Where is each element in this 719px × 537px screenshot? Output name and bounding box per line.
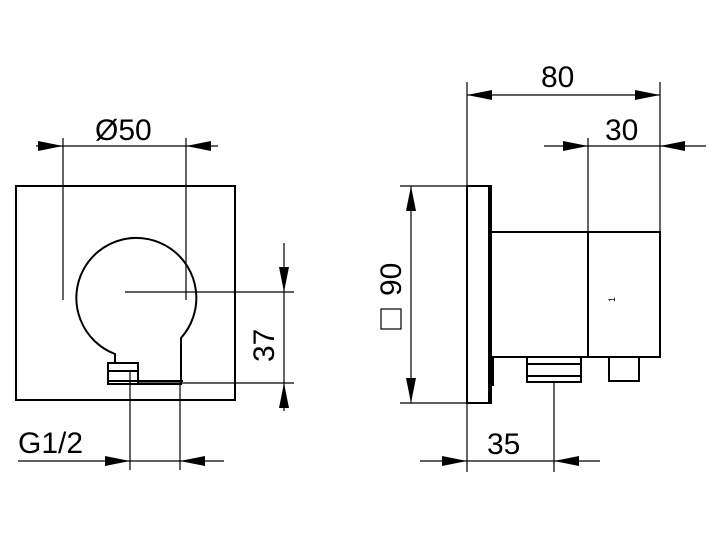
depth-total-label: 80 xyxy=(541,61,574,94)
arrow-top xyxy=(279,267,289,292)
handle-block xyxy=(587,231,661,358)
depth-front-label: 30 xyxy=(605,114,638,147)
depth-total-dimension: 80 xyxy=(466,61,661,232)
stop-knob xyxy=(608,356,640,382)
wall-plate xyxy=(466,185,492,404)
handle-mark: 1 xyxy=(607,297,617,302)
square-symbol-icon xyxy=(380,308,402,330)
diameter-dimension: Ø50 xyxy=(36,114,218,300)
front-plate xyxy=(15,185,236,401)
side-view: 1 xyxy=(466,185,661,404)
depth-front-dimension: 30 xyxy=(544,114,706,232)
square-size-label: 90 xyxy=(375,263,408,296)
diameter-label: Ø50 xyxy=(95,114,152,147)
arrow-right xyxy=(180,456,205,466)
outlet-nut xyxy=(526,356,582,383)
body-block xyxy=(490,231,589,358)
outlet-offset-label: 35 xyxy=(487,428,520,461)
arrow-right xyxy=(186,141,211,151)
thread-label: G1/2 xyxy=(18,427,83,460)
height-dimension: 37 xyxy=(125,243,294,411)
arrow-top xyxy=(406,186,416,211)
arrow-left xyxy=(442,456,467,466)
arrow-left xyxy=(563,141,588,151)
outlet-offset-dimension: 35 xyxy=(420,382,600,472)
arrow-right xyxy=(635,90,660,100)
arrow-bottom xyxy=(406,378,416,403)
arrow-left xyxy=(38,141,63,151)
arrow-right xyxy=(554,456,579,466)
arrow-bottom xyxy=(279,383,289,408)
square-dimension: 90 xyxy=(375,185,467,404)
front-view xyxy=(15,185,236,401)
outlet-thread-block xyxy=(107,362,139,385)
arrow-left xyxy=(105,456,130,466)
arrow-left xyxy=(467,90,492,100)
round-body-outline xyxy=(75,236,198,385)
height-label: 37 xyxy=(248,329,281,362)
arrow-right xyxy=(660,141,685,151)
thread-dimension: G1/2 xyxy=(18,372,224,470)
